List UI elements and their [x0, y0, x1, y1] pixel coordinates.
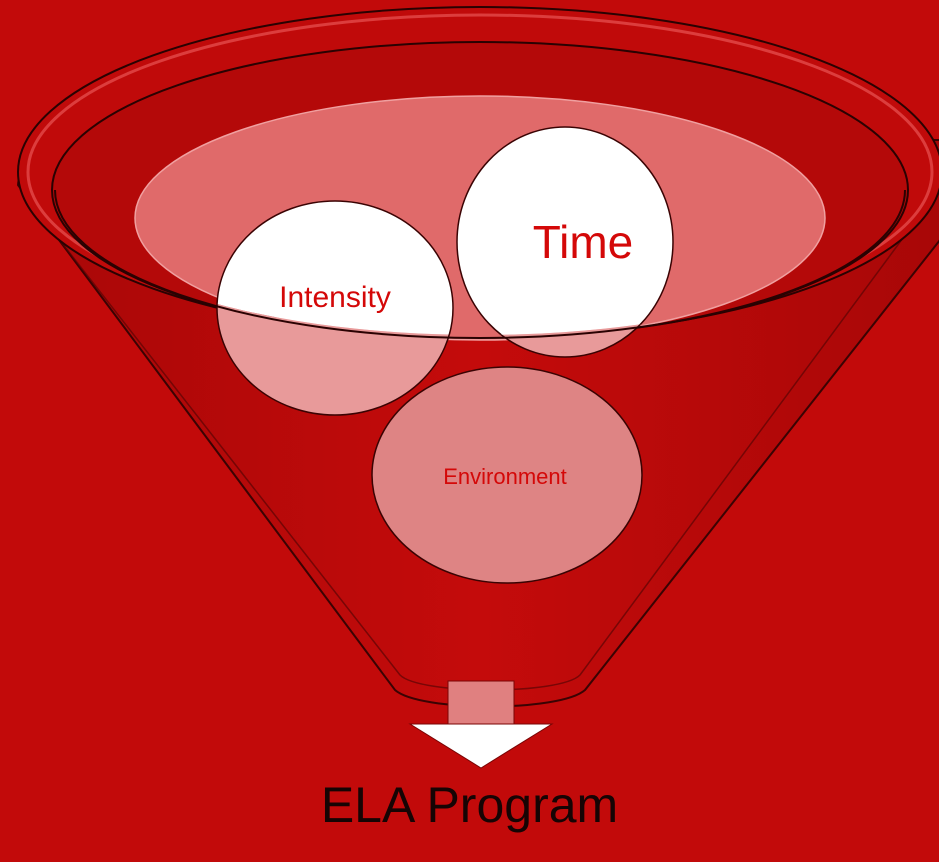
time-label: Time — [533, 216, 634, 268]
intensity-circle — [216, 200, 454, 416]
output-label: ELA Program — [320, 777, 619, 833]
time-circle — [456, 126, 674, 358]
funnel-rim-front-edge — [54, 189, 906, 339]
intensity-label: Intensity — [279, 281, 391, 314]
output-arrow-icon — [408, 680, 554, 769]
environment-circle — [371, 366, 643, 584]
environment-label: Environment — [443, 464, 567, 489]
